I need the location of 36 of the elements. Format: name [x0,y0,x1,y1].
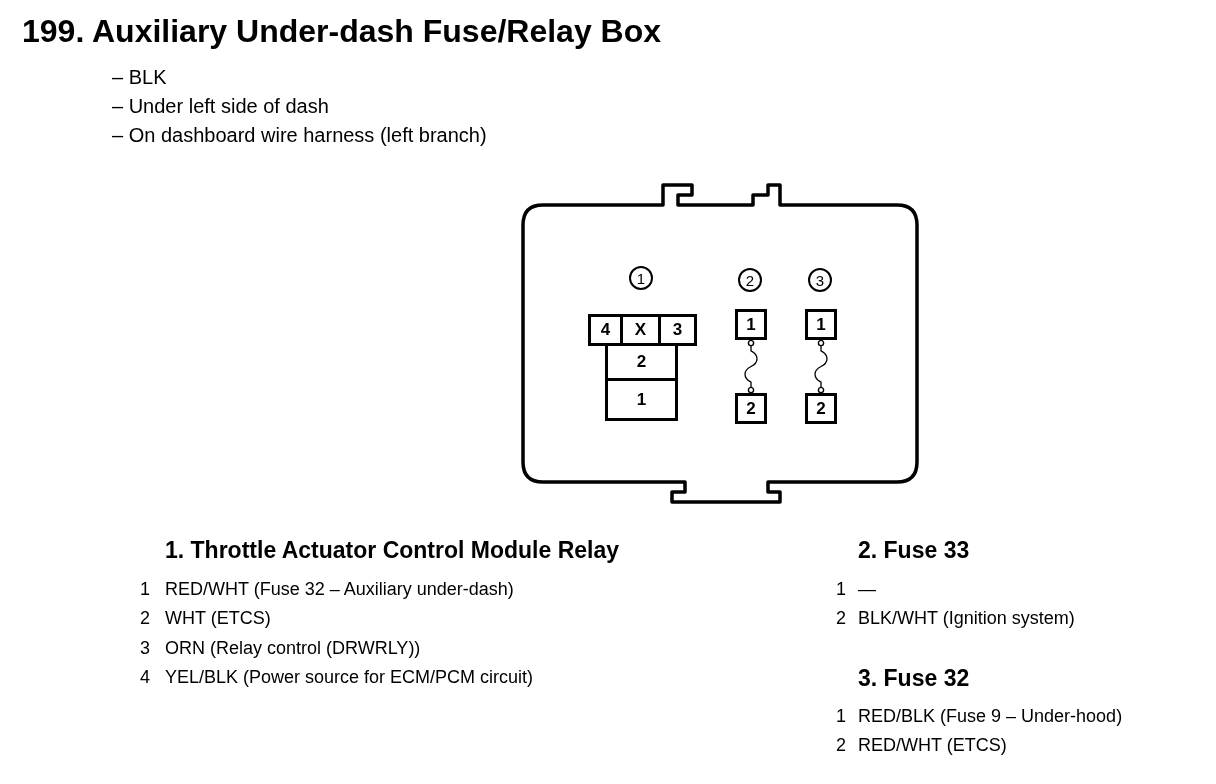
terminal-cavity: 2 [805,393,837,424]
pin-number: 1 [140,579,150,600]
wire-description: BLK/WHT (Ignition system) [858,608,1075,629]
section-heading: 1. Throttle Actuator Control Module Relay [165,537,620,564]
wire-description: RED/WHT (ETCS) [858,735,1007,756]
terminal-cavity: 1 [605,378,678,421]
terminal-cavity: 1 [735,309,767,340]
section-heading: 2. Fuse 33 [858,537,970,564]
wire-description: YEL/BLK (Power source for ECM/PCM circuit) [165,667,534,688]
circled-number: 2 [738,268,762,292]
terminal-cavity: 2 [605,343,678,381]
pin-number: 4 [140,667,150,688]
pin-number: 2 [836,608,846,629]
circled-number: 3 [808,268,832,292]
pin-number: 2 [836,735,846,756]
circled-number: 1 [629,266,653,290]
pin-number: 3 [140,638,150,659]
fuse-link [744,339,758,394]
note: – On dashboard wire harness (left branch) [112,124,487,147]
pin-number: 1 [836,706,846,727]
note: – Under left side of dash [112,95,329,118]
note: – BLK [112,66,167,89]
fuse-box-outline [520,180,920,505]
wire-description: — [858,579,876,600]
fuse-link [814,339,828,394]
wire-description: RED/WHT (Fuse 32 – Auxiliary under-dash) [165,579,514,600]
wire-description: WHT (ETCS) [165,608,271,629]
terminal-cavity: 1 [805,309,837,340]
section-heading: 3. Fuse 32 [858,665,970,692]
wire-description: ORN (Relay control (DRWRLY)) [165,638,421,659]
terminal-cavity: 2 [735,393,767,424]
title: 199. Auxiliary Under-dash Fuse/Relay Box [22,13,662,50]
pin-number: 2 [140,608,150,629]
terminal-cavity: 3 [658,314,697,346]
wire-description: RED/BLK (Fuse 9 – Under-hood) [858,706,1123,727]
pin-number: 1 [836,579,846,600]
